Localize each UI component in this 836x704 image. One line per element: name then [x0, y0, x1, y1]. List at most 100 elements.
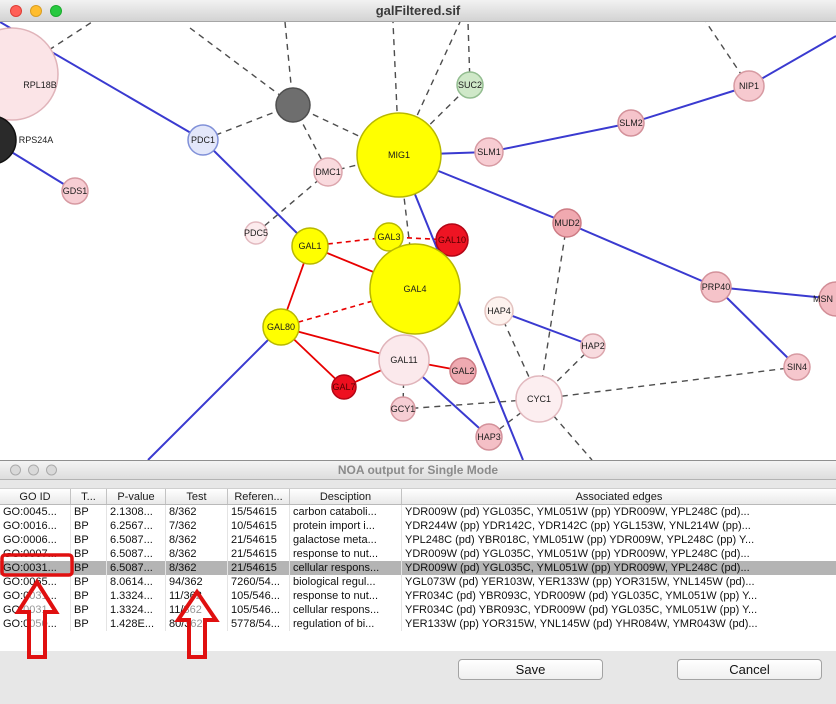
cell-description: galactose meta...: [290, 533, 402, 547]
node-gal80[interactable]: [262, 308, 300, 346]
node-hap3[interactable]: [475, 423, 503, 451]
cell-reference: 105/546...: [228, 603, 290, 617]
node-gds1[interactable]: [61, 177, 89, 205]
node-cyc1[interactable]: [515, 375, 563, 423]
minimize-button[interactable]: [28, 464, 39, 476]
graph-edge: [147, 326, 282, 460]
cell-edges: YDR009W (pd) YGL035C, YML051W (pp) YDR00…: [405, 506, 750, 518]
graph-edge: [748, 35, 836, 87]
save-button[interactable]: Save: [458, 659, 603, 680]
node-label-rps24a: RPS24A: [19, 135, 54, 145]
cell-type: BP: [71, 547, 107, 561]
node-label-gal2: GAL2: [451, 366, 474, 376]
node-rpl18b[interactable]: [0, 27, 59, 121]
node-hap2[interactable]: [580, 333, 606, 359]
cell-test: 7/362: [166, 519, 228, 533]
node-pdc1[interactable]: [187, 124, 219, 156]
node-slm2[interactable]: [617, 109, 645, 137]
cell-type: BP: [71, 617, 107, 631]
cell-go_id: GO:0007...: [0, 547, 71, 561]
node-prp40[interactable]: [700, 271, 732, 303]
cell-description: response to nut...: [290, 547, 402, 561]
node-label-hap3: HAP3: [477, 432, 501, 442]
cell-go_id: GO:0016...: [0, 519, 71, 533]
node-sin4[interactable]: [783, 353, 811, 381]
close-button[interactable]: [10, 4, 22, 17]
column-header-edges[interactable]: Associated edges: [575, 491, 663, 503]
column-header-type[interactable]: T...: [71, 489, 107, 504]
node-gcy1[interactable]: [390, 396, 416, 422]
node-label-cyc1: CYC1: [527, 394, 551, 404]
graph-edge: [538, 366, 798, 400]
node-slm1[interactable]: [474, 137, 504, 167]
node-nip1[interactable]: [733, 70, 765, 102]
node-label-rpl18b: RPL18B: [23, 80, 57, 90]
node-rps24a[interactable]: [0, 116, 17, 164]
minimize-button[interactable]: [30, 4, 42, 17]
zoom-button[interactable]: [46, 464, 57, 476]
column-header-test[interactable]: Test: [166, 489, 228, 504]
close-button[interactable]: [10, 464, 21, 476]
node-gal1[interactable]: [291, 227, 329, 265]
node-label-suc2: SUC2: [458, 80, 482, 90]
cell-type: BP: [71, 603, 107, 617]
cell-test: 80/362: [166, 617, 228, 631]
node-label-mig1: MIG1: [388, 150, 410, 160]
node-label-dmc1: DMC1: [315, 167, 341, 177]
node-gray1[interactable]: [275, 87, 311, 123]
node-label-slm1: SLM1: [477, 147, 501, 157]
cell-type: BP: [71, 533, 107, 547]
node-mig1[interactable]: [356, 112, 442, 198]
noa-window-titlebar[interactable]: NOA output for Single Mode: [0, 461, 836, 480]
cell-p_value: 6.5087...: [107, 561, 166, 575]
column-header-description[interactable]: Desciption: [290, 489, 402, 504]
column-header-go_id[interactable]: GO ID: [0, 489, 71, 504]
window-controls: [10, 4, 62, 17]
column-header-p_value[interactable]: P-value: [107, 489, 166, 504]
cell-p_value: 6.5087...: [107, 547, 166, 561]
node-gal2[interactable]: [449, 357, 477, 385]
node-label-gal80: GAL80: [267, 322, 295, 332]
node-hap4[interactable]: [484, 296, 514, 326]
graph-edge: [189, 27, 294, 106]
cell-test: 8/362: [166, 547, 228, 561]
cell-reference: 21/54615: [228, 561, 290, 575]
network-canvas[interactable]: RPL18BRPS24AGDS1PDC1DMC1MIG1SUC2SLM1SLM2…: [0, 22, 836, 460]
node-gal3[interactable]: [374, 222, 404, 252]
graph-window-titlebar[interactable]: galFiltered.sif: [0, 0, 836, 22]
cell-go_id: GO:0045...: [0, 505, 71, 519]
cell-p_value: 1.3324...: [107, 603, 166, 617]
graph-edge: [715, 286, 836, 300]
zoom-button[interactable]: [50, 4, 62, 17]
cell-type: BP: [71, 589, 107, 603]
node-label-gal4: GAL4: [403, 284, 426, 294]
cell-p_value: 1.428E...: [107, 617, 166, 631]
node-gal11[interactable]: [378, 334, 430, 386]
node-gal10[interactable]: [435, 223, 469, 257]
node-dmc1[interactable]: [313, 157, 343, 187]
node-suc2[interactable]: [456, 71, 484, 99]
node-gal7[interactable]: [331, 374, 357, 400]
node-gal4[interactable]: [369, 243, 461, 335]
node-label-msn: MSN: [813, 294, 833, 304]
node-msn[interactable]: [818, 281, 836, 317]
node-pdc5[interactable]: [244, 221, 268, 245]
graph-window-title: galFiltered.sif: [375, 3, 461, 18]
cell-test: 8/362: [166, 533, 228, 547]
graph-edge: [715, 286, 798, 368]
cell-description: cellular respons...: [290, 561, 402, 575]
column-header-reference[interactable]: Referen...: [228, 489, 290, 504]
cancel-button[interactable]: Cancel: [677, 659, 822, 680]
node-mud2[interactable]: [552, 208, 582, 238]
